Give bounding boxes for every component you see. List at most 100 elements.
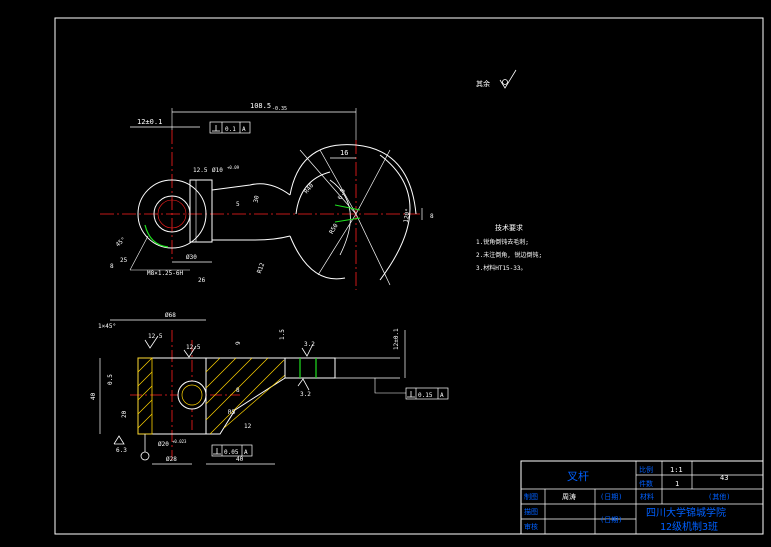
- fcf-par-datum: A: [440, 392, 444, 399]
- roughness-5-icon: [113, 435, 125, 445]
- fork-green-2: [334, 217, 361, 223]
- dim-8-front: 8: [236, 387, 240, 394]
- roughness-2-icon: [183, 345, 197, 358]
- tb-drawer-label: 描图: [524, 507, 538, 516]
- dim-bore: Ø20: [158, 441, 169, 448]
- tb-date2: (日期): [600, 516, 622, 524]
- radial-3: [355, 213, 391, 286]
- dim-9: 9: [235, 341, 242, 345]
- dim-16: 16: [340, 149, 348, 157]
- tb-checker-label: 审核: [524, 522, 538, 531]
- fcf-par-value: 0.15: [418, 392, 433, 399]
- rough-5: 6.3: [116, 447, 127, 454]
- dim-30: 30: [253, 195, 261, 204]
- dim-r50: R50: [328, 222, 340, 235]
- dim-15: 1.5: [279, 329, 286, 340]
- dim-40b: 40: [236, 456, 244, 463]
- title-block-frame: [520, 460, 764, 535]
- fcf-par-leader: [374, 378, 406, 394]
- tb-count-label: 件数: [639, 479, 653, 488]
- fork-outer-arc: [289, 144, 417, 215]
- dim-hole: 12.5: [193, 167, 208, 174]
- dim-bore-dia: Ø10: [212, 167, 223, 174]
- tb-sheet: 43: [720, 474, 728, 482]
- tb-class: 12级机制3班: [660, 520, 718, 533]
- dim-offset: 12±0.1: [137, 118, 162, 126]
- fcf-perp-value: 0.05: [224, 449, 239, 456]
- tb-date1: (日期): [600, 493, 622, 501]
- tech-req-item-2: 2.未注倒角, 锐边倒钝;: [476, 251, 542, 259]
- dim-overall-tol: -0.35: [272, 106, 287, 112]
- fcf-perp-box: [211, 444, 253, 457]
- dim-45: 45°: [114, 236, 127, 248]
- roughness-1-icon: [144, 335, 159, 349]
- drawing-frame: [54, 17, 764, 535]
- arm-lower: [212, 235, 291, 241]
- thread-spec: M8×1.25-6H: [147, 270, 184, 277]
- rough-1: 12.5: [148, 333, 163, 340]
- perpendicular-icon: [212, 125, 220, 132]
- radial-2: [355, 149, 391, 215]
- tb-school: 四川大学锦城学院: [646, 506, 726, 519]
- fcf-flatness-value: 0.1: [225, 126, 236, 133]
- tech-req-item-1: 1.锐角倒钝去毛刺;: [476, 238, 529, 246]
- dim-05: 0.5: [107, 374, 114, 385]
- side-8: 8: [430, 213, 434, 220]
- roughness-note: 其余: [476, 79, 490, 88]
- dim-bore-tol: +0.023: [172, 439, 187, 444]
- dim-68: Ø68: [165, 312, 176, 319]
- fork-big-arc: [379, 154, 411, 281]
- top-view: 108.5 -0.35 12±0.1 0.1 A Ø10 +0.09 12.5 …: [100, 102, 434, 290]
- front-thread-hole-inner: [181, 384, 203, 406]
- radial-5: [299, 149, 357, 215]
- rough-2: 12.5: [186, 344, 201, 351]
- roughness-symbol-icon: [499, 69, 517, 89]
- perpendicular-icon-2: [213, 448, 221, 455]
- dim-r12: R12: [256, 262, 266, 275]
- tech-req-heading: 技术要求: [495, 223, 523, 232]
- dim-12: 12: [244, 423, 252, 430]
- tech-requirements: 技术要求 1.锐角倒钝去毛刺; 2.未注倒角, 锐边倒钝; 3.材料HT15-3…: [476, 223, 542, 272]
- dim-r5: R5: [228, 409, 236, 416]
- tb-material-value: (其他): [708, 492, 730, 501]
- datum-a-icon: [140, 434, 150, 461]
- dim-chamfer: 1×45°: [98, 323, 116, 330]
- roughness-3-icon: [301, 343, 314, 357]
- dim-63: 6.3: [337, 188, 347, 201]
- hub-section: [144, 224, 169, 248]
- tb-scale-label: 比例: [639, 465, 653, 474]
- fork-lower-arc: [289, 235, 346, 280]
- front-view: Ø68 1×45° 12.5 12.5 3.2 3.2 6.3 40 0.5 2…: [90, 312, 449, 465]
- hub-bore-inner: [157, 199, 187, 229]
- dim-25: 25: [120, 257, 128, 264]
- tb-designer-name: 周涛: [562, 492, 576, 501]
- tb-part-name: 叉杆: [567, 469, 589, 483]
- rough-3: 3.2: [304, 341, 315, 348]
- dim-tol: 12±0.1: [393, 328, 400, 350]
- dim-26: 26: [198, 277, 206, 284]
- hub-outer: [137, 179, 207, 249]
- dim-5: 5: [236, 201, 240, 208]
- dim-angle: 120°: [403, 208, 412, 223]
- hatch-arm: [205, 357, 286, 435]
- hub-left-wall: [137, 357, 153, 435]
- thread-leader: [129, 235, 149, 271]
- tb-designer-label: 制图: [524, 492, 538, 501]
- fcf-perp-datum: A: [244, 449, 248, 456]
- dim-dia30: Ø30: [186, 254, 197, 261]
- fcf-flatness-datum: A: [242, 126, 246, 133]
- tb-material-label: 材料: [640, 492, 654, 501]
- fcf-flatness-box: [209, 121, 251, 134]
- fork-inner-right: [329, 179, 351, 256]
- tb-count-value: 1: [675, 480, 679, 488]
- tech-req-item-3: 3.材料HT15-33。: [476, 264, 527, 272]
- title-block: 叉杆 比例 1:1 件数 1 43 制图 周涛 (日期) 材料 (其他) 描图 …: [520, 460, 764, 535]
- radial-1: [319, 149, 357, 215]
- radial-4: [317, 213, 357, 276]
- perpendicular-icon-3: [407, 391, 415, 398]
- dim-40: 40: [90, 392, 97, 400]
- roughness-4-icon: [297, 378, 310, 391]
- arm-upper: [211, 183, 291, 196]
- fork-green-1: [334, 204, 361, 211]
